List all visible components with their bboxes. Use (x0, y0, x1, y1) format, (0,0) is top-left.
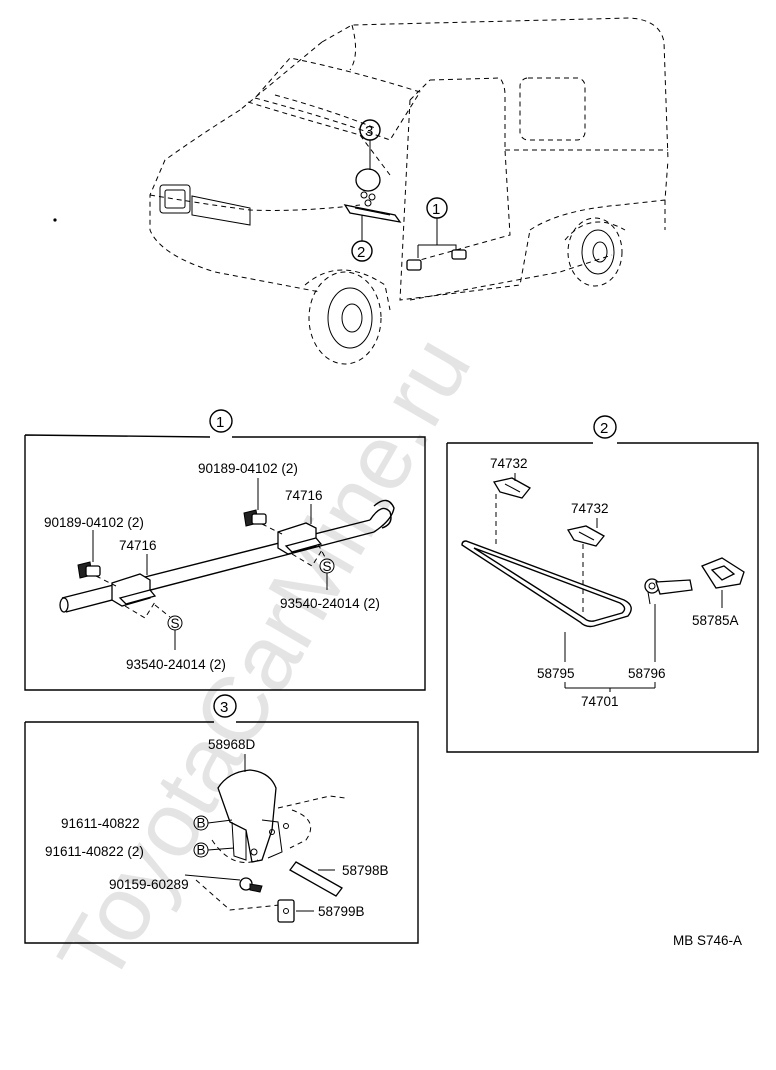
rear-wheel-icon (564, 217, 626, 287)
label-bolt-left: 90189-04102 (2) (44, 515, 144, 530)
label-screw: 90159-60289 (109, 877, 189, 892)
watermark: ToyotaCarMine.ru (39, 320, 490, 1000)
section-3-callout-label: 3 (220, 699, 228, 716)
van-callout-1-label: 1 (432, 201, 440, 218)
van-part-2-marker (343, 204, 402, 223)
section-2-callout-label: 2 (600, 420, 608, 437)
clip-b-icon (566, 518, 605, 612)
bracket-icon (195, 769, 346, 911)
svg-text:B: B (197, 816, 206, 831)
label-bracket: 58968D (208, 737, 256, 752)
bolt-marker-b: B (193, 842, 235, 858)
clip-a-icon (492, 473, 531, 545)
van-illustration: 3 2 1 (53, 17, 669, 365)
screw-marker-left: S (154, 604, 183, 650)
bolt-left-icon (77, 561, 117, 587)
label-clip: 58799B (318, 904, 365, 919)
label-clamp-left: 74716 (119, 538, 157, 553)
van-part-3-marker (355, 168, 381, 207)
label-screw-right: 93540-24014 (2) (280, 596, 380, 611)
section-3-callout (213, 694, 237, 718)
svg-text:S: S (323, 559, 332, 574)
label-clip-b: 74732 (571, 501, 609, 516)
label-hinge: 58796 (628, 666, 666, 681)
section-2-frame (446, 442, 759, 753)
label-screw-left: 93540-24014 (2) (126, 657, 226, 672)
section-3: 3 B (24, 694, 419, 944)
van-callout-2-label: 2 (357, 244, 365, 261)
van-callout-3-label: 3 (365, 123, 373, 140)
label-mat: 58795 (537, 666, 575, 681)
screw-marker-right: S (317, 543, 335, 590)
clip-3-icon (277, 899, 295, 923)
section-1-callout-label: 1 (216, 414, 224, 431)
svg-text:B: B (197, 843, 206, 858)
section-1-callout (209, 409, 233, 433)
hinge-icon (644, 578, 693, 605)
label-bolt-a: 91611-40822 (61, 816, 140, 831)
screw-icon (239, 877, 263, 893)
clamp-right-icon (277, 522, 323, 567)
bolt-marker-a: B (193, 815, 233, 831)
mat-icon (461, 540, 632, 628)
label-assembly: 74701 (581, 694, 619, 709)
section-1: 1 (24, 409, 426, 691)
svg-text:S: S (171, 616, 180, 631)
section-3-frame (24, 721, 419, 944)
label-clip-a: 74732 (490, 456, 528, 471)
label-bolt-right: 90189-04102 (2) (198, 461, 298, 476)
bolt-right-icon (243, 509, 283, 535)
front-wheel-icon (304, 269, 391, 365)
handle-icon (701, 557, 745, 589)
section-2-callout (593, 415, 617, 439)
label-clamp-right: 74716 (285, 488, 323, 503)
figure-code: MB S746-A (673, 933, 742, 948)
label-handle: 58785A (692, 613, 739, 628)
clamp-left-icon (111, 573, 157, 619)
strap-icon (289, 861, 343, 897)
van-part-1-marker (406, 244, 467, 271)
section-2: 2 (446, 415, 759, 753)
section-1-frame (24, 434, 426, 691)
label-bolt-b: 91611-40822 (2) (45, 844, 144, 859)
label-strap: 58798B (342, 863, 389, 878)
headlight-icon (159, 184, 191, 214)
